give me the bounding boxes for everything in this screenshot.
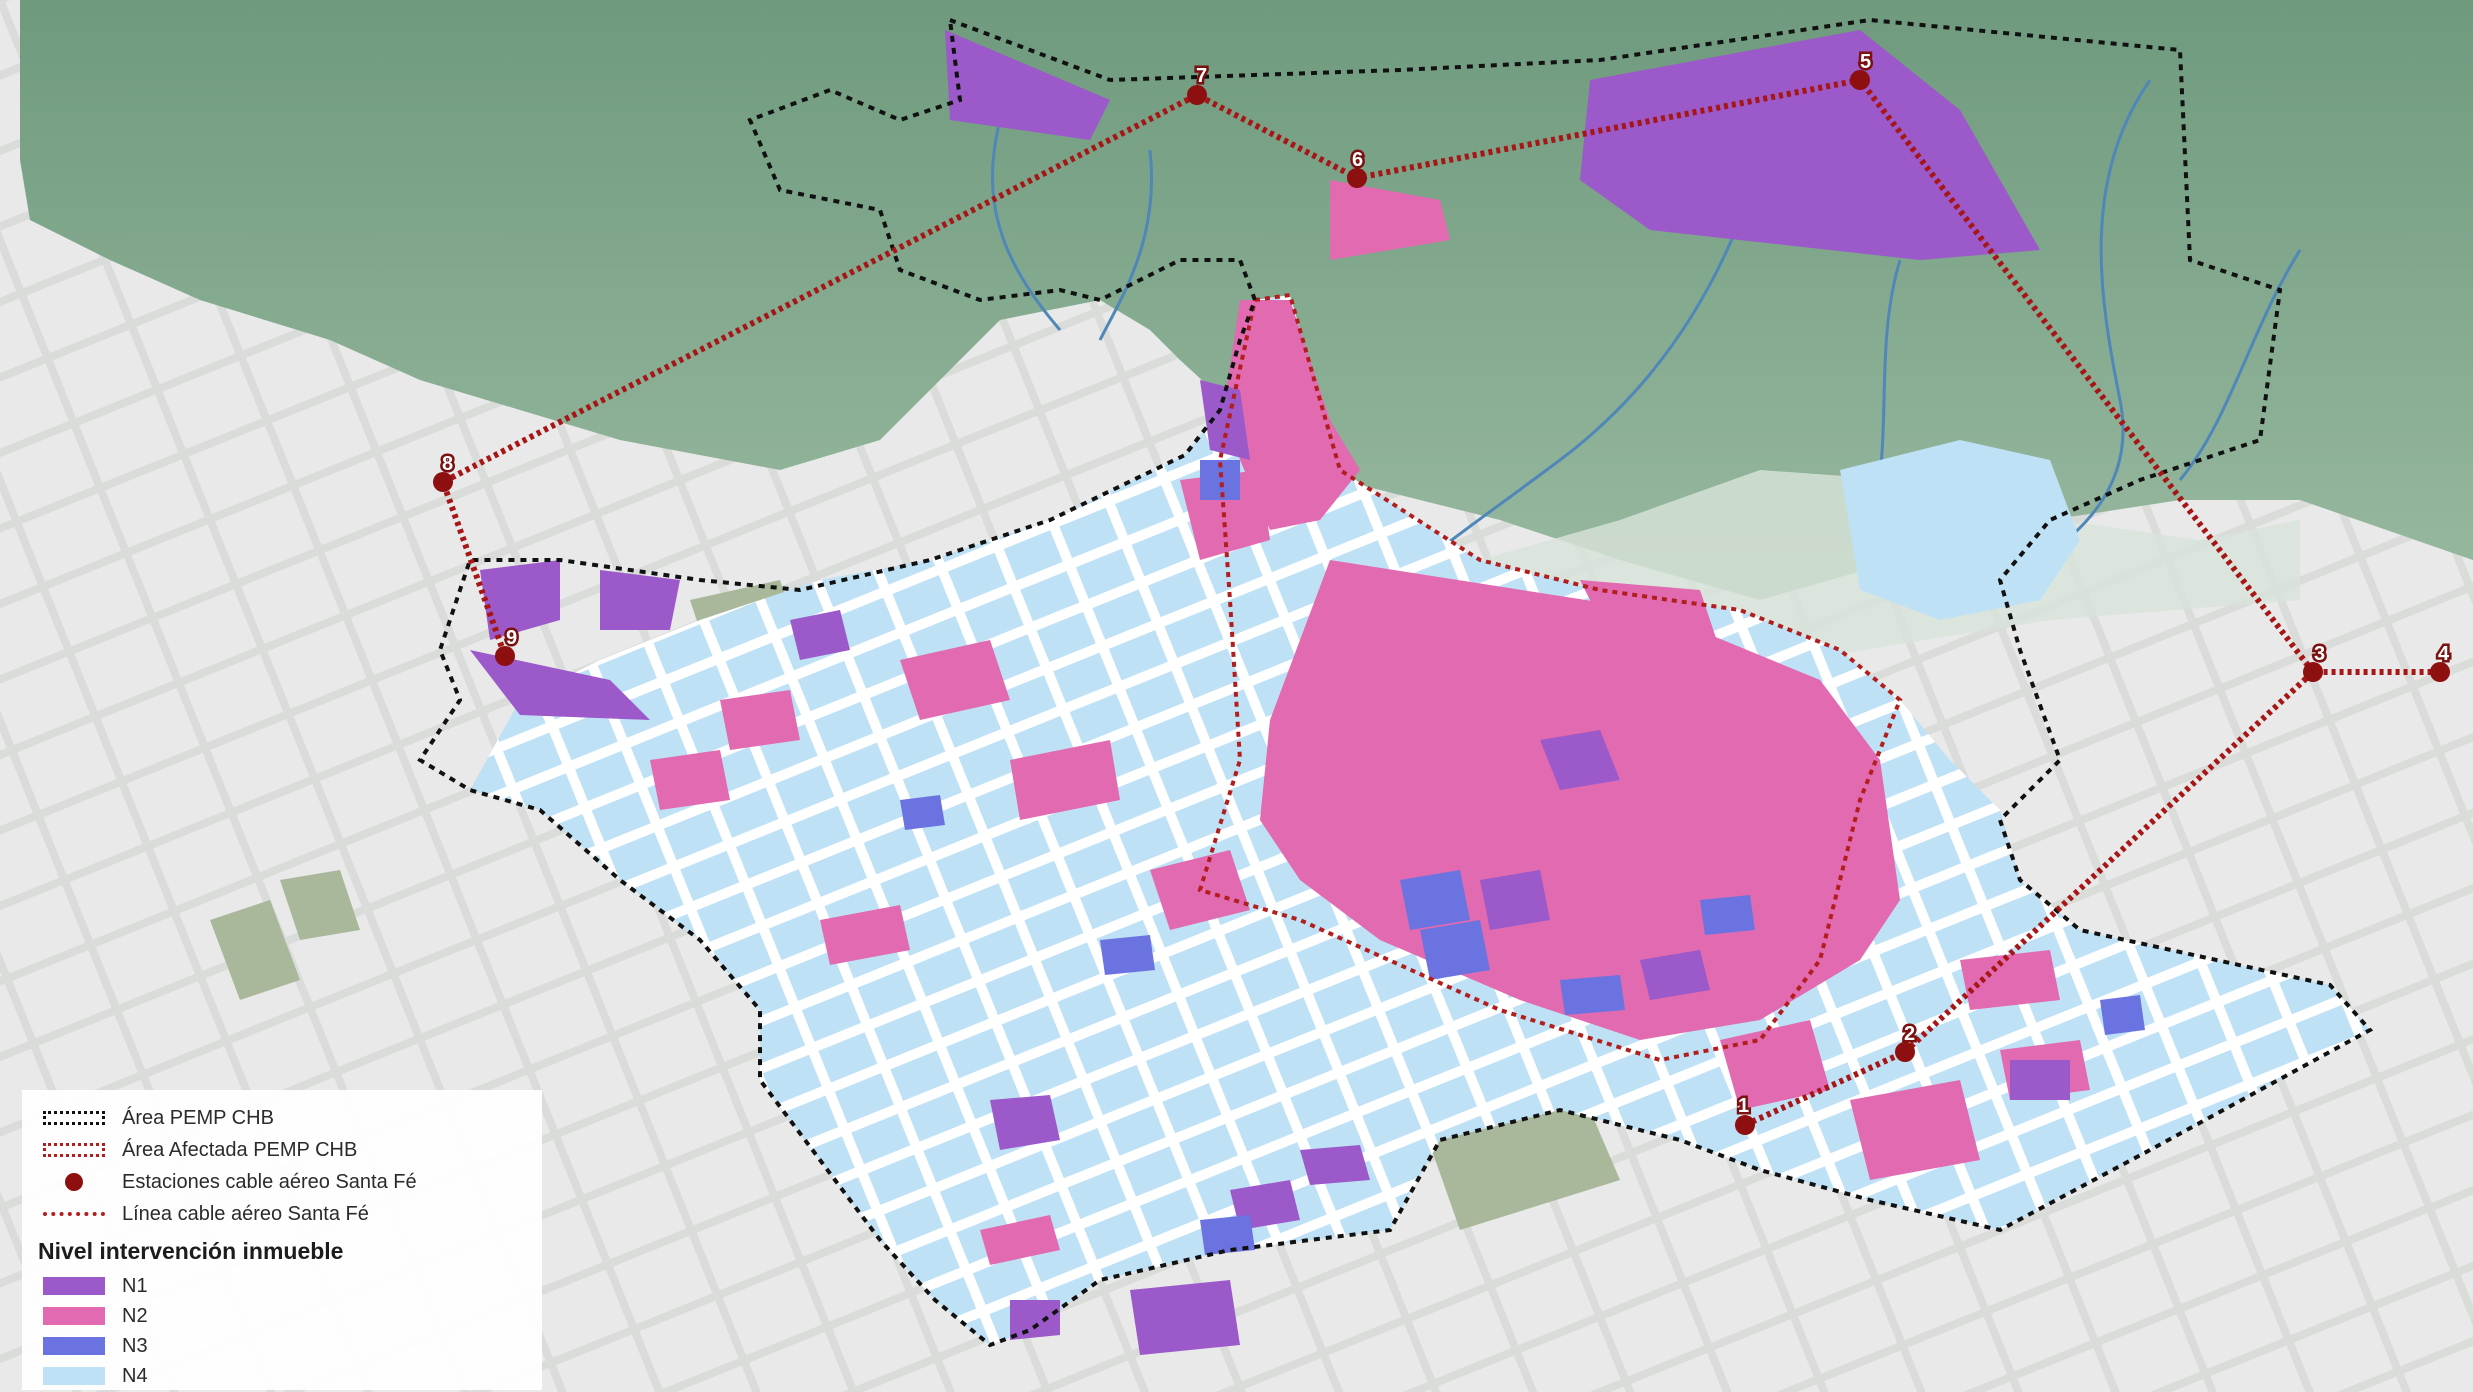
station-label-5: 5 bbox=[1860, 51, 1871, 73]
station-7[interactable] bbox=[1187, 85, 1207, 105]
legend-level-n1: N1 bbox=[38, 1271, 526, 1301]
n2-swatch-icon bbox=[38, 1306, 110, 1326]
station-label-3: 3 bbox=[2314, 643, 2325, 665]
station-label-7: 7 bbox=[1196, 65, 1207, 87]
legend-title: Nivel intervención inmueble bbox=[38, 1238, 344, 1264]
legend-item-stations: Estaciones cable aéreo Santa Fé bbox=[38, 1166, 526, 1198]
legend-label-stations: Estaciones cable aéreo Santa Fé bbox=[122, 1170, 417, 1193]
legend-level-label-n1: N1 bbox=[122, 1274, 148, 1297]
station-label-1: 1 bbox=[1738, 1095, 1749, 1117]
station-label-4: 4 bbox=[2438, 643, 2450, 665]
station-9[interactable] bbox=[495, 646, 515, 666]
station-labels: 1 2 3 4 5 6 7 8 9 bbox=[440, 49, 2453, 1120]
station-2[interactable] bbox=[1895, 1042, 1915, 1062]
red-dot-icon bbox=[38, 1172, 110, 1192]
n1-parcels bbox=[470, 30, 2070, 1355]
station-4[interactable] bbox=[2430, 662, 2450, 682]
station-1[interactable] bbox=[1735, 1115, 1755, 1135]
n1-swatch-icon bbox=[38, 1276, 110, 1296]
station-label-6: 6 bbox=[1352, 149, 1363, 171]
n4-zone-east bbox=[1840, 440, 2080, 620]
n3-parcels bbox=[900, 460, 2145, 1255]
legend-level-n2: N2 bbox=[38, 1301, 526, 1331]
legend-level-label-n4: N4 bbox=[122, 1364, 148, 1387]
legend-item-pemp: Área PEMP CHB bbox=[38, 1102, 526, 1134]
n4-swatch-icon bbox=[38, 1366, 110, 1386]
station-label-9: 9 bbox=[506, 627, 517, 649]
map-legend: Área PEMP CHB Área Afectada PEMP CHB Est… bbox=[22, 1090, 542, 1390]
dotted-red-rect-icon bbox=[38, 1140, 110, 1160]
legend-label-cable-line: Línea cable aéreo Santa Fé bbox=[122, 1202, 369, 1225]
affected-area-boundary bbox=[1197, 292, 1903, 1063]
legend-item-cable-line: Línea cable aéreo Santa Fé bbox=[38, 1198, 526, 1230]
legend-label-affected: Área Afectada PEMP CHB bbox=[122, 1138, 358, 1161]
legend-item-affected: Área Afectada PEMP CHB bbox=[38, 1134, 526, 1166]
stations bbox=[433, 70, 2450, 1135]
legend-level-n3: N3 bbox=[38, 1331, 526, 1361]
legend-level-n4: N4 bbox=[38, 1361, 526, 1391]
station-8[interactable] bbox=[433, 472, 453, 492]
station-3[interactable] bbox=[2303, 662, 2323, 682]
station-label-8: 8 bbox=[442, 453, 453, 475]
dotted-black-rect-icon bbox=[38, 1108, 110, 1128]
station-6[interactable] bbox=[1347, 168, 1367, 188]
pemp-boundary bbox=[417, 16, 2374, 1348]
red-dotted-line-icon bbox=[38, 1204, 110, 1224]
n3-swatch-icon bbox=[38, 1336, 110, 1356]
legend-level-label-n2: N2 bbox=[122, 1304, 148, 1327]
legend-level-label-n3: N3 bbox=[122, 1334, 148, 1357]
legend-label-pemp: Área PEMP CHB bbox=[122, 1106, 274, 1129]
station-5[interactable] bbox=[1850, 70, 1870, 90]
station-label-2: 2 bbox=[1904, 1023, 1915, 1045]
